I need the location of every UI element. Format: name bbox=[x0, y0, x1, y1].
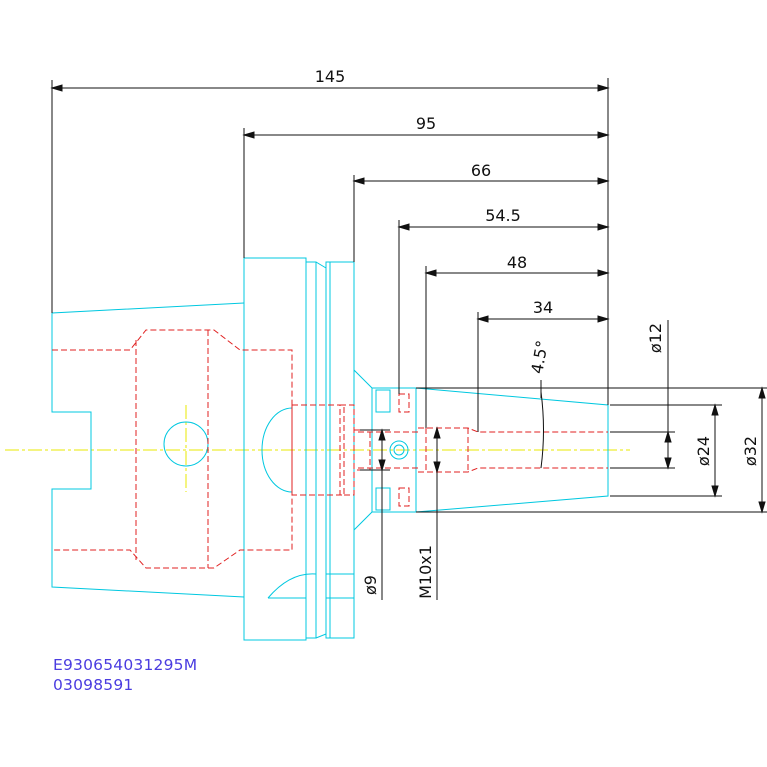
dim-54-5: 54.5 bbox=[485, 206, 521, 225]
part-code-block: E930654031295M 03098591 bbox=[53, 655, 197, 695]
dim-48: 48 bbox=[507, 253, 527, 272]
tool-outline bbox=[51, 257, 609, 641]
dim-dia-12: ø12 bbox=[646, 323, 665, 353]
dim-dia-9: ø9 bbox=[361, 575, 380, 595]
dim-66: 66 bbox=[471, 161, 491, 180]
dim-34: 34 bbox=[533, 298, 553, 317]
hidden-features bbox=[52, 329, 608, 569]
dim-dia-24: ø24 bbox=[694, 436, 713, 466]
dim-95: 95 bbox=[416, 114, 436, 133]
dim-thread: M10x1 bbox=[416, 545, 435, 599]
dimension-lines bbox=[50, 78, 767, 600]
part-number: E930654031295M bbox=[53, 656, 198, 674]
dim-dia-32: ø32 bbox=[741, 436, 760, 466]
dim-angle: 4.5° bbox=[527, 339, 552, 375]
dim-145: 145 bbox=[315, 67, 346, 86]
order-number: 03098591 bbox=[53, 676, 134, 694]
